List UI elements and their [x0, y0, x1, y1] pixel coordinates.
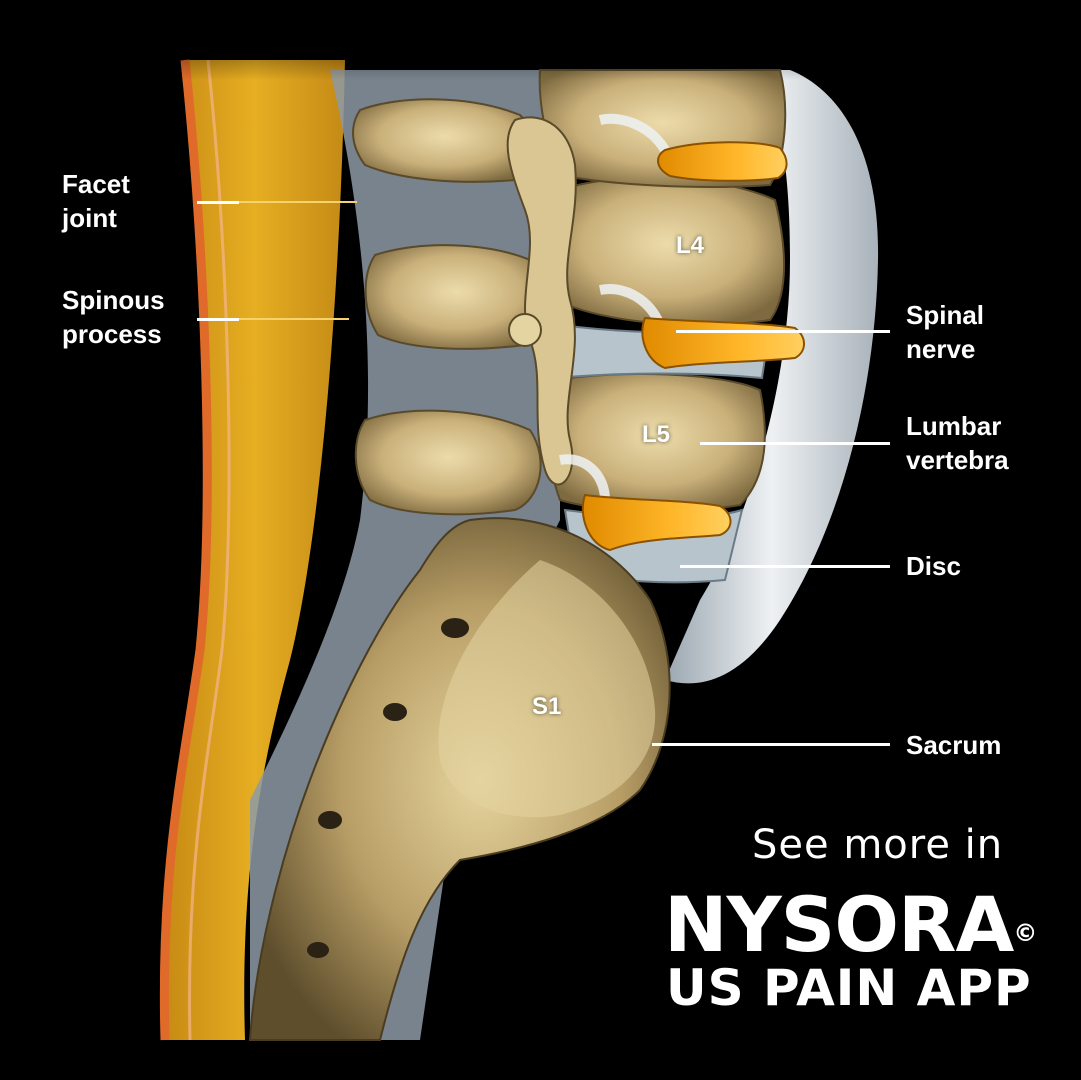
anterior-ligament — [665, 70, 879, 684]
nysora-brand-logo: NYSORA© — [664, 885, 1037, 965]
app-name-text: US PAIN APP — [666, 959, 1032, 1017]
lumbar-vertebra-label: Lumbar vertebra — [906, 411, 1009, 475]
l5-spinous-process — [354, 409, 542, 516]
skin-edge — [159, 59, 212, 1041]
segment-s1-label: S1 — [532, 693, 562, 720]
facet-joint-pointer-line — [197, 201, 239, 204]
disc-label: Disc — [906, 551, 961, 581]
nysora-brand-text: NYSORA — [664, 880, 1014, 969]
sacrum-pointer-line — [652, 743, 890, 746]
l4-vertebral-body — [548, 176, 786, 326]
facet-joint-label: Facet joint — [62, 169, 130, 233]
skin-layer — [164, 60, 345, 1040]
see-more-text: See more in — [752, 822, 1004, 868]
facet-joint-pointer-line-inner — [239, 201, 357, 203]
spinal-nerve-label: Spinal nerve — [906, 300, 985, 364]
disc-pointer-line — [680, 565, 890, 568]
spinous-process-pointer-line-inner — [239, 318, 349, 320]
spinous-process-label: Spinous process — [62, 285, 165, 349]
facet-column — [506, 116, 577, 486]
spinal-nerve-pointer-line — [676, 330, 890, 333]
lumbar-vertebra-pointer-line — [700, 442, 890, 445]
segment-l4-label: L4 — [676, 232, 705, 259]
copyright-mark: © — [1013, 919, 1037, 947]
segment-l5-label: L5 — [642, 421, 671, 448]
spinal-nerve-l4 — [641, 316, 805, 370]
sacrum-label: Sacrum — [906, 730, 1002, 760]
spinal-nerve-l3 — [657, 141, 788, 182]
spinous-process-pointer-line — [197, 318, 239, 321]
spinal-nerve-l5 — [581, 493, 732, 552]
